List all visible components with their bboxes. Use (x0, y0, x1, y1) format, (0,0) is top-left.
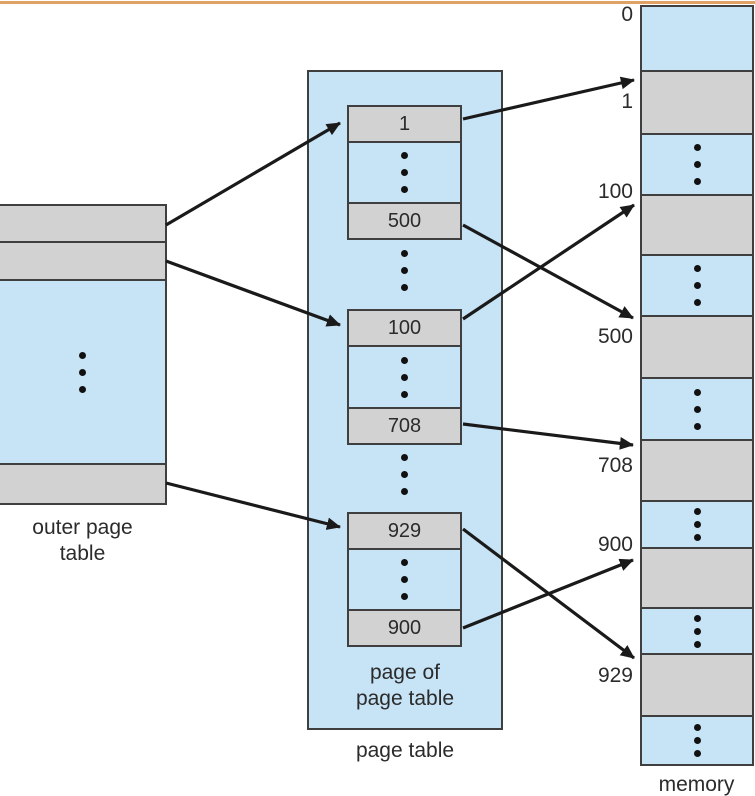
memory-frame-label-500: 500 (597, 325, 633, 348)
page-table-caption: page table (355, 739, 455, 762)
ellipsis-between-boxes (347, 250, 462, 291)
memory-caption: memory (658, 773, 735, 796)
memory-frame-1 (642, 70, 752, 133)
memory-frame-900 (642, 547, 752, 607)
page-of-page-table-caption-line2: page table (355, 687, 455, 710)
memory-frame-500 (642, 315, 752, 377)
page-of-page-table-caption: page of page table (309, 660, 501, 712)
memory-frame-label-1: 1 (621, 90, 633, 113)
ellipsis-dots (693, 144, 701, 185)
page-table-entry: 929 (349, 514, 460, 548)
ellipsis-dots (693, 614, 701, 648)
ellipsis-dots (401, 559, 408, 600)
outer-page-table-caption-line1: outer page (32, 516, 133, 539)
page-of-page-table-box-3: 929 900 (347, 512, 462, 647)
page-table-entry: 1 (349, 107, 460, 141)
ellipsis-dots (693, 388, 701, 430)
outer-page-table-body (0, 281, 165, 465)
memory-frame-708 (642, 439, 752, 500)
memory-ellipsis-row (642, 715, 752, 764)
memory-frame-label-0: 0 (621, 3, 633, 26)
outer-page-table-entry-3 (0, 465, 165, 503)
ellipsis-dots (401, 356, 408, 398)
memory-column (640, 5, 754, 766)
outer-page-table-caption-line2: table (59, 542, 106, 565)
memory-frame-label-100: 100 (597, 180, 633, 203)
outer-page-table-entry-1 (0, 206, 165, 243)
page-table-gap (349, 141, 460, 204)
memory-frame-0 (642, 7, 752, 70)
memory-ellipsis-row (642, 377, 752, 439)
ellipsis-dots (693, 508, 701, 541)
page-table-entry: 708 (349, 409, 460, 443)
memory-ellipsis-row (642, 254, 752, 315)
page-of-page-table-box-1: 1 500 (347, 105, 462, 240)
page-table-entry: 100 (349, 311, 460, 345)
page-table-gap (349, 548, 460, 611)
ellipsis-dots (401, 152, 408, 193)
outer-page-table-caption: outer page table (0, 515, 165, 567)
memory-ellipsis-row (642, 500, 752, 547)
memory-frame-100 (642, 194, 752, 254)
outer-page-table (0, 204, 167, 505)
page-table-entry: 500 (349, 204, 460, 238)
memory-frame-label-900: 900 (597, 533, 633, 556)
ellipsis-dots (78, 351, 86, 393)
memory-ellipsis-row (642, 607, 752, 653)
page-of-page-table-caption-line1: page of (369, 661, 441, 684)
page-table-entry: 900 (349, 611, 460, 645)
outer-page-table-entry-2 (0, 243, 165, 281)
page-table-container: 1 500 100 708 929 900 page (307, 70, 503, 730)
ellipsis-dots (401, 250, 408, 291)
top-accent-bar (0, 1, 755, 4)
memory-frame-label-929: 929 (597, 664, 633, 687)
memory-ellipsis-row (642, 133, 752, 194)
ellipsis-dots (693, 724, 701, 757)
page-table-gap (349, 345, 460, 409)
ellipsis-between-boxes (347, 454, 462, 495)
memory-frame-929 (642, 653, 752, 715)
ellipsis-dots (401, 454, 408, 495)
ellipsis-dots (693, 265, 701, 306)
page-of-page-table-box-2: 100 708 (347, 309, 462, 445)
memory-frame-label-708: 708 (597, 454, 633, 477)
